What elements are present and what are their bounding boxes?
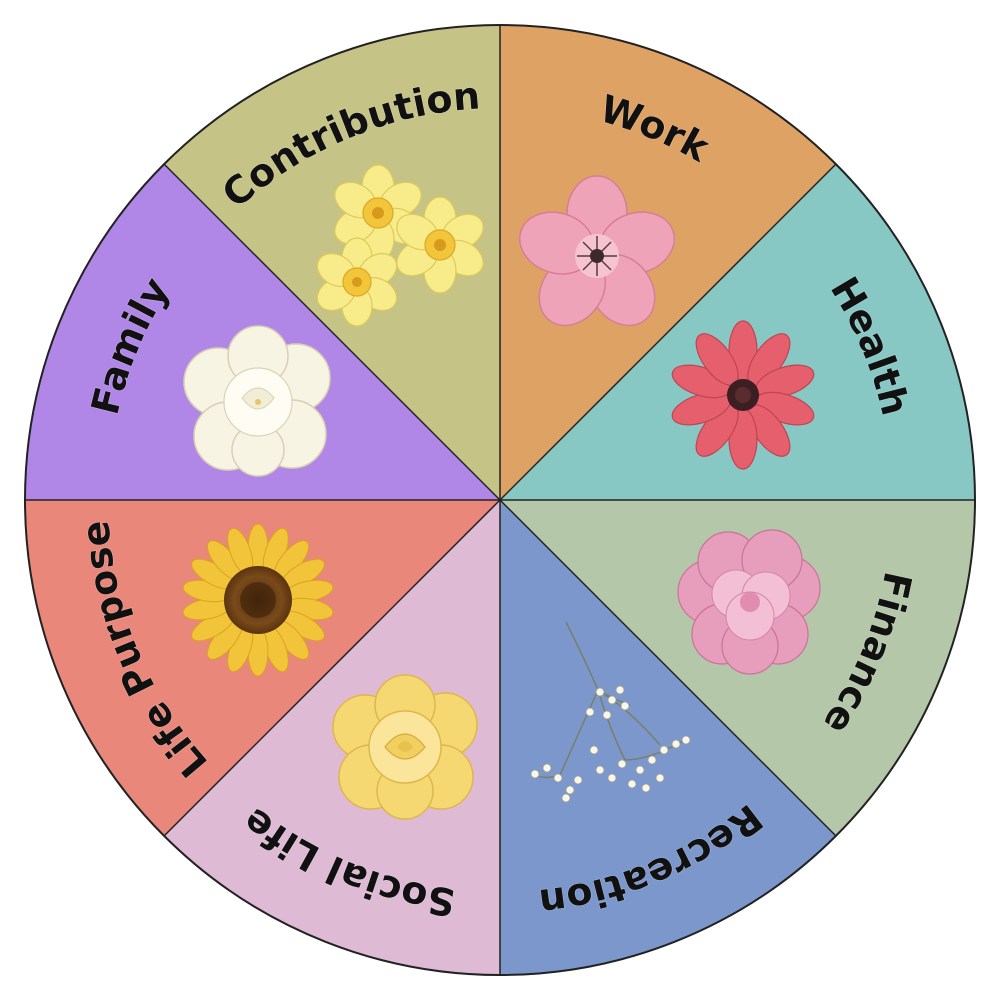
segment-divider (499, 163, 837, 501)
pink-blossom-icon (518, 175, 676, 327)
wheel-outline (24, 24, 976, 976)
pink-peony-icon (677, 529, 821, 675)
segment-social-life (164, 500, 501, 975)
segment-work (500, 25, 836, 500)
wheel-segments (25, 25, 975, 975)
wheel-dividers (25, 25, 975, 975)
segment-recreation (500, 500, 836, 975)
sunflower-icon (182, 523, 334, 677)
segment-divider (163, 163, 501, 501)
red-dahlia-icon (671, 320, 815, 470)
white-gardenia-icon (183, 325, 331, 477)
segment-divider (499, 499, 837, 837)
yellow-rose-icon (332, 674, 478, 820)
segment-divider (163, 499, 501, 837)
yellow-daffodils-icon (316, 164, 484, 327)
babys-breath-icon (530, 621, 691, 803)
